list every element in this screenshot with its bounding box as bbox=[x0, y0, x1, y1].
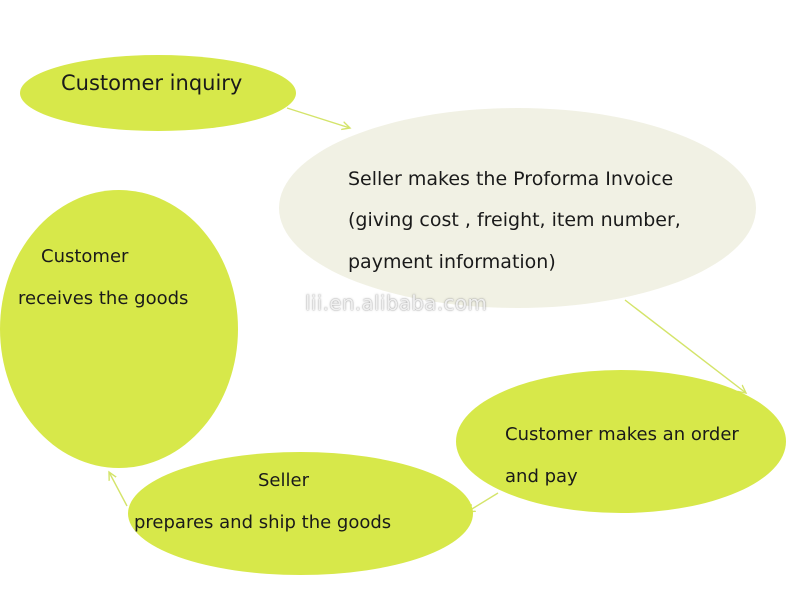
node-label: Customer makes an order bbox=[505, 424, 739, 445]
node-label: Customer bbox=[41, 246, 129, 267]
node-label: payment information) bbox=[348, 251, 556, 273]
node-label: prepares and ship the goods bbox=[134, 512, 392, 533]
node-receive-goods: Customer receives the goods bbox=[0, 190, 238, 468]
arrow-inquiry-to-invoice bbox=[286, 107, 350, 128]
node-ship-goods: Seller prepares and ship the goods bbox=[128, 452, 473, 575]
node-order-and-pay: Customer makes an order and pay bbox=[456, 370, 786, 513]
node-label: (giving cost , freight, item number, bbox=[348, 209, 681, 231]
arrow-invoice-to-order bbox=[624, 299, 746, 393]
node-customer-inquiry: Customer inquiry bbox=[20, 55, 296, 131]
node-label: Seller bbox=[258, 470, 309, 491]
node-label: and pay bbox=[505, 466, 578, 487]
node-label: Seller makes the Proforma Invoice bbox=[348, 168, 674, 190]
node-label: Customer inquiry bbox=[61, 71, 243, 95]
watermark: lii.en.alibaba.com bbox=[305, 291, 488, 315]
arrow-ship-to-receive bbox=[109, 472, 128, 507]
node-label: receives the goods bbox=[18, 288, 189, 309]
node-proforma-invoice: Seller makes the Proforma Invoice (givin… bbox=[279, 108, 756, 308]
